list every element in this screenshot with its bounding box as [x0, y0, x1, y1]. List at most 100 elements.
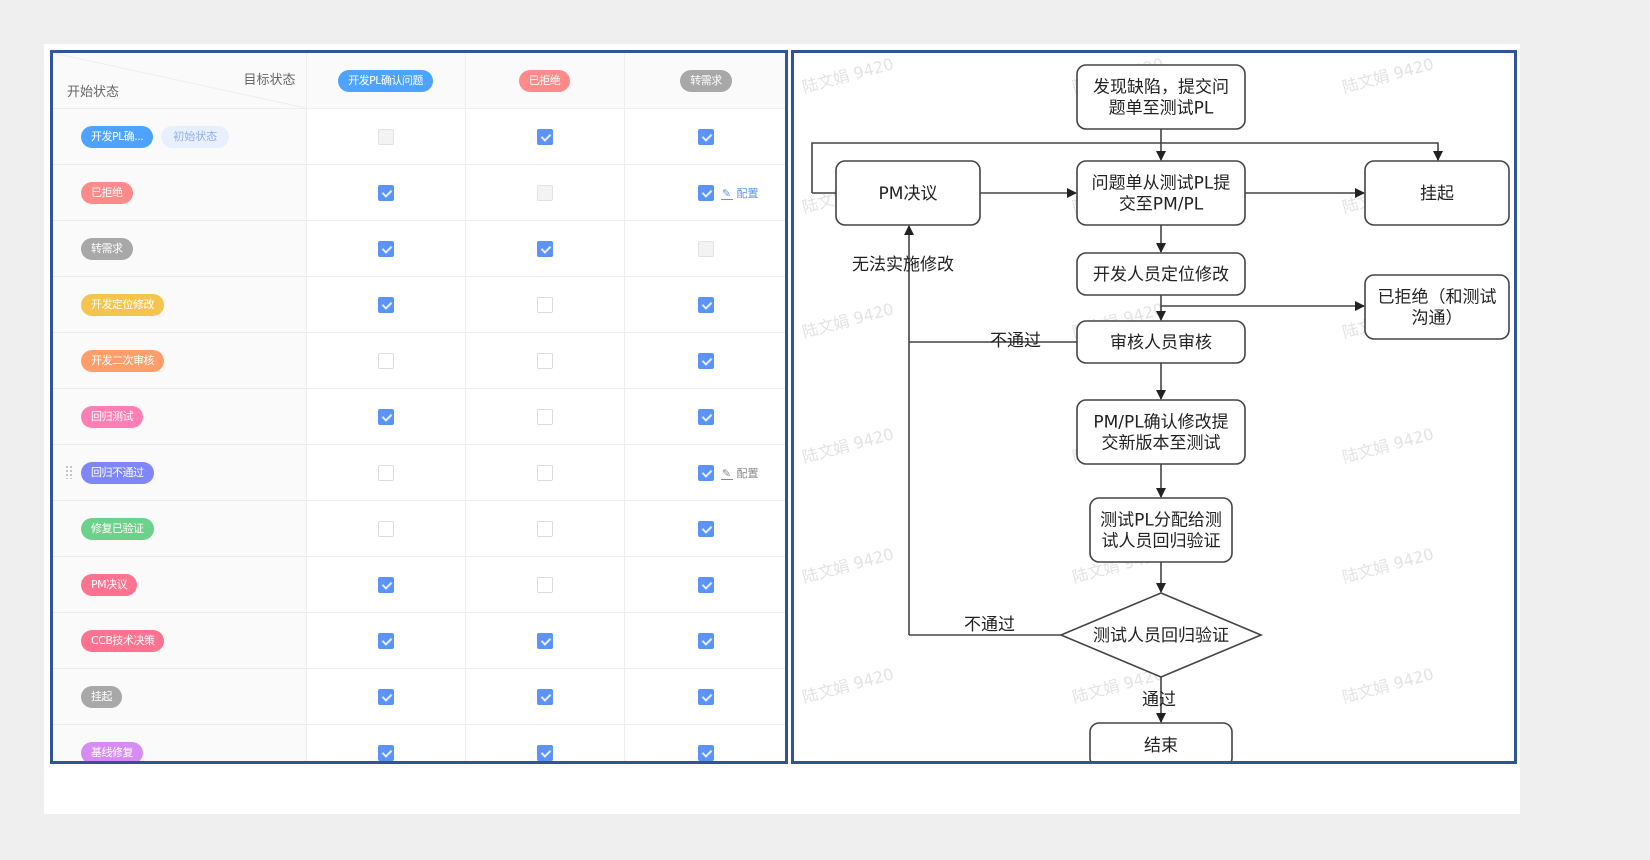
- transition-cell: [306, 108, 466, 165]
- flow-node-label: 问题单从测试PL提: [1092, 174, 1231, 194]
- column-header: 开发PL确认问题: [306, 53, 466, 109]
- flow-node-end: 结束: [1089, 722, 1233, 761]
- transition-checkbox: [377, 128, 394, 145]
- transition-checkbox[interactable]: [536, 464, 553, 481]
- flow-node-label: 交至PM/PL: [1119, 195, 1204, 215]
- flow-node-label: 已拒绝（和测试: [1378, 288, 1497, 308]
- transition-cell: [624, 668, 785, 725]
- transition-cell: [624, 276, 785, 333]
- transition-cell: ✎配置: [624, 444, 785, 501]
- table-row: 已拒绝✎配置: [53, 164, 785, 221]
- transition-cell: [624, 332, 785, 389]
- transition-checkbox: [698, 240, 714, 257]
- transition-cell: [465, 108, 625, 165]
- transition-checkbox[interactable]: [698, 352, 714, 369]
- start-state-pill: 挂起: [81, 685, 122, 708]
- transition-checkbox: [536, 184, 553, 201]
- target-state-label: 目标状态: [243, 73, 296, 88]
- transition-cell: [306, 276, 466, 333]
- transition-checkbox[interactable]: [698, 184, 714, 201]
- column-header: 已拒绝: [465, 53, 625, 109]
- watermark-text: 陆文娟 9420: [800, 544, 896, 587]
- transition-checkbox[interactable]: [698, 520, 714, 537]
- start-state-cell: 基线修复: [53, 724, 307, 761]
- watermark-text: 陆文娟 9420: [1340, 664, 1436, 707]
- transition-cell: [465, 444, 625, 501]
- transition-checkbox[interactable]: [698, 632, 714, 649]
- transition-checkbox[interactable]: [377, 576, 394, 593]
- table-row: 回归不通过 ✎配置: [53, 444, 785, 501]
- transition-checkbox[interactable]: [377, 240, 394, 257]
- start-state-pill: 开发定位修改: [81, 293, 164, 316]
- transition-checkbox[interactable]: [536, 296, 553, 313]
- watermark-text: 陆文娟 9420: [800, 299, 896, 342]
- flow-node-verify: 测试人员回归验证: [1058, 592, 1264, 678]
- transition-checkbox[interactable]: [698, 408, 714, 425]
- flow-node-pm-decision: PM决议: [835, 160, 981, 226]
- transition-cell: [306, 220, 466, 277]
- pencil-icon: ✎: [720, 186, 733, 200]
- config-link[interactable]: ✎配置: [720, 185, 759, 201]
- transition-cell: [306, 668, 466, 725]
- transition-checkbox[interactable]: [377, 464, 394, 481]
- transition-checkbox[interactable]: [377, 296, 394, 313]
- transition-checkbox[interactable]: [377, 184, 394, 201]
- flow-node-label: PM决议: [879, 184, 938, 204]
- transition-checkbox[interactable]: [536, 240, 553, 257]
- flow-node-label: 交新版本至测试: [1102, 434, 1221, 454]
- config-link[interactable]: ✎配置: [720, 465, 759, 481]
- transition-checkbox[interactable]: [536, 520, 553, 537]
- start-state-pill: 开发二次审核: [81, 349, 164, 372]
- transition-checkbox[interactable]: [698, 576, 714, 593]
- flow-node-label: 发现缺陷，提交问: [1093, 78, 1229, 98]
- transition-cell: [624, 612, 785, 669]
- transition-checkbox[interactable]: [536, 128, 553, 145]
- table-row: 开发PL确...初始状态: [53, 108, 785, 165]
- flow-edge-loop-to-suspend: [811, 142, 1443, 193]
- drag-handle-icon[interactable]: [65, 465, 73, 479]
- transition-checkbox[interactable]: [536, 632, 553, 649]
- transition-checkbox[interactable]: [377, 352, 394, 369]
- transition-checkbox[interactable]: [698, 688, 714, 705]
- start-state-pill: PM决议: [81, 573, 138, 596]
- corner-diagonal: [53, 53, 306, 108]
- transition-checkbox[interactable]: [536, 688, 553, 705]
- start-state-pill: 回归不通过: [81, 461, 154, 484]
- transition-cell: [306, 724, 466, 761]
- transition-cell: [306, 388, 466, 445]
- flow-node-dev-fix: 开发人员定位修改: [1076, 252, 1246, 296]
- transition-checkbox[interactable]: [536, 352, 553, 369]
- transition-checkbox[interactable]: [536, 408, 553, 425]
- table-row: 修复已验证: [53, 500, 785, 557]
- state-transition-matrix-panel: 目标状态 开始状态 开发PL确认问题 已拒绝 转需求 开发PL确...初始状态已…: [50, 50, 788, 764]
- transition-checkbox[interactable]: [377, 408, 394, 425]
- transition-cell: [306, 556, 466, 613]
- transition-cell: [465, 388, 625, 445]
- transition-cell: [465, 724, 625, 761]
- transition-checkbox[interactable]: [377, 688, 394, 705]
- flow-node-label: 试人员回归验证: [1102, 532, 1221, 552]
- transition-checkbox[interactable]: [698, 744, 714, 761]
- transition-checkbox[interactable]: [377, 744, 394, 761]
- transition-cell: [465, 220, 625, 277]
- table-row: 回归测试: [53, 388, 785, 445]
- flow-node-label: 开发人员定位修改: [1093, 265, 1229, 285]
- target-state-pill: 转需求: [680, 69, 732, 92]
- table-row: 开发定位修改: [53, 276, 785, 333]
- start-state-cell: CCB技术决策: [53, 612, 307, 669]
- transition-checkbox[interactable]: [698, 128, 714, 145]
- state-transition-table: 目标状态 开始状态 开发PL确认问题 已拒绝 转需求 开发PL确...初始状态已…: [53, 53, 785, 761]
- transition-checkbox[interactable]: [698, 296, 714, 313]
- transition-checkbox[interactable]: [536, 576, 553, 593]
- start-state-cell: 回归测试: [53, 388, 307, 445]
- transition-checkbox[interactable]: [377, 520, 394, 537]
- transition-checkbox[interactable]: [377, 632, 394, 649]
- transition-checkbox[interactable]: [536, 744, 553, 761]
- transition-cell: ✎配置: [624, 164, 785, 221]
- transition-checkbox[interactable]: [698, 464, 714, 481]
- table-row: CCB技术决策: [53, 612, 785, 669]
- transition-cell: [306, 164, 466, 221]
- edge-label-cannot-fix: 无法实施修改: [852, 255, 954, 275]
